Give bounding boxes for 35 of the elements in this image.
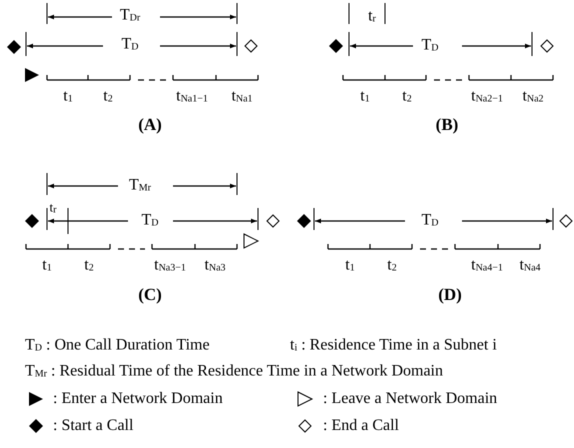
legend-text: : Leave a Network Domain <box>323 390 498 408</box>
time-label: T$_{D}$ <box>142 212 158 230</box>
legend-text: : End a Call <box>323 417 399 435</box>
time-label: T$_{D}$ <box>122 36 138 54</box>
time-label: t$_{1}$ <box>360 88 370 106</box>
time-label: t$_{Na4−1}$ <box>471 256 503 276</box>
time-label: t$_{2}$ <box>84 256 94 276</box>
time-label: t$_{2}$ <box>103 88 113 106</box>
definition-text: T$_{Mr}$ : Residual Time of the Residence Time in a Network Domain <box>25 362 443 382</box>
time-label: t$_{Na2−1}$ <box>471 88 503 106</box>
time-label: t$_{Na3−1}$ <box>154 256 186 276</box>
panel-label: (A) <box>138 116 162 134</box>
definition-text: t$_{i}$ : Residence Time in a Subnet i <box>290 336 497 356</box>
time-label: t$_{1}$ <box>345 256 355 276</box>
time-label: t$_{1}$ <box>42 256 52 276</box>
time-label: T$_{D}$ <box>422 36 438 56</box>
time-label: T$_{Dr}$ <box>120 6 140 26</box>
time-label: t$_{Na2}$ <box>522 88 544 106</box>
time-label: t$_{Na1}$ <box>231 88 253 106</box>
time-label: t$_{1}$ <box>63 88 73 106</box>
time-label: t$_{2}$ <box>402 88 412 106</box>
time-label: t$_{r}$ <box>368 8 376 26</box>
definition-text: T$_{D}$ : One Call Duration Time <box>25 336 210 356</box>
time-label: T$_{D}$ <box>422 212 438 230</box>
time-label: t$_{Na4}$ <box>519 256 541 276</box>
legend-text: : Start a Call <box>53 417 134 435</box>
legend-text: : Enter a Network Domain <box>53 390 223 408</box>
time-label: t$_{Na3}$ <box>204 256 226 276</box>
panel-label: (B) <box>436 116 458 134</box>
panel-label: (D) <box>438 286 462 304</box>
panel-label: (C) <box>138 286 162 304</box>
time-label: t$_{2}$ <box>387 256 397 276</box>
time-label: T$_{Mr}$ <box>129 176 151 196</box>
time-label: t$_{r}$ <box>50 198 56 218</box>
time-label: t$_{Na1−1}$ <box>176 88 208 106</box>
